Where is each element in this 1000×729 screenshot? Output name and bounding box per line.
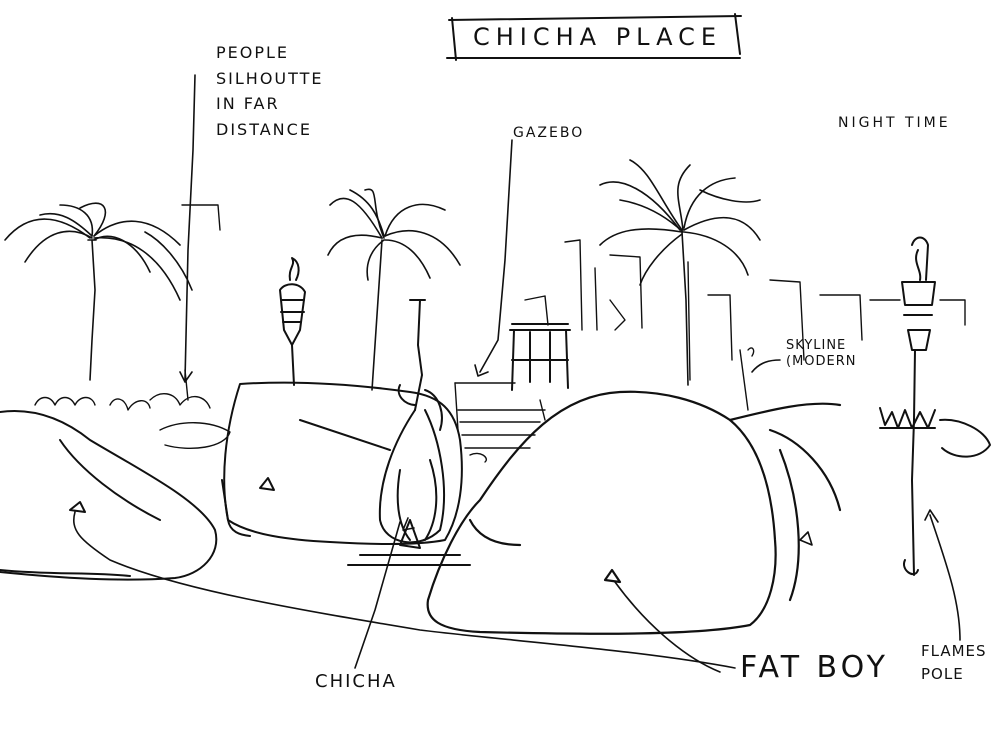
palm-tree-center (327, 188, 461, 391)
gazebo (509, 323, 571, 391)
palm-tree-left (4, 202, 193, 381)
shrubs (34, 347, 755, 449)
lounge-steps (454, 382, 546, 463)
page-title: CHICHA PLACE (472, 23, 723, 52)
fatboy-cushion-center (221, 381, 463, 546)
label-line: SKYLINE (786, 338, 847, 353)
chicha-hookah (347, 299, 471, 566)
note-line: PEOPLE (216, 43, 290, 62)
note-people-silhouette: PEOPLE SILHOUTTE IN FAR DISTANCE (216, 40, 324, 142)
note-line: SILHOUTTE (216, 68, 324, 88)
fatboy-cushion-left (0, 410, 218, 581)
palm-tree-right (599, 159, 761, 386)
leader-lines (73, 74, 961, 673)
label-line: (MODERN (786, 354, 857, 370)
flames-pole (879, 236, 991, 576)
title-frame (446, 13, 742, 61)
label-fat-boy: FAT BOY (740, 650, 889, 685)
fatboy-cushion-right (426, 390, 842, 635)
label-night-time: NIGHT TIME (838, 115, 951, 131)
label-flames-pole: FLAMES POLE (921, 640, 987, 685)
label-line: FLAMES (921, 642, 987, 660)
skyline-buildings (181, 204, 966, 381)
label-gazebo: GAZEBO (513, 125, 585, 141)
label-skyline: SKYLINE (MODERN (786, 338, 857, 371)
label-chicha: CHICHA (315, 671, 397, 692)
label-line: POLE (921, 664, 964, 683)
torch-left (279, 257, 306, 386)
note-line: DISTANCE (216, 119, 312, 139)
note-line: IN FAR (216, 94, 280, 114)
